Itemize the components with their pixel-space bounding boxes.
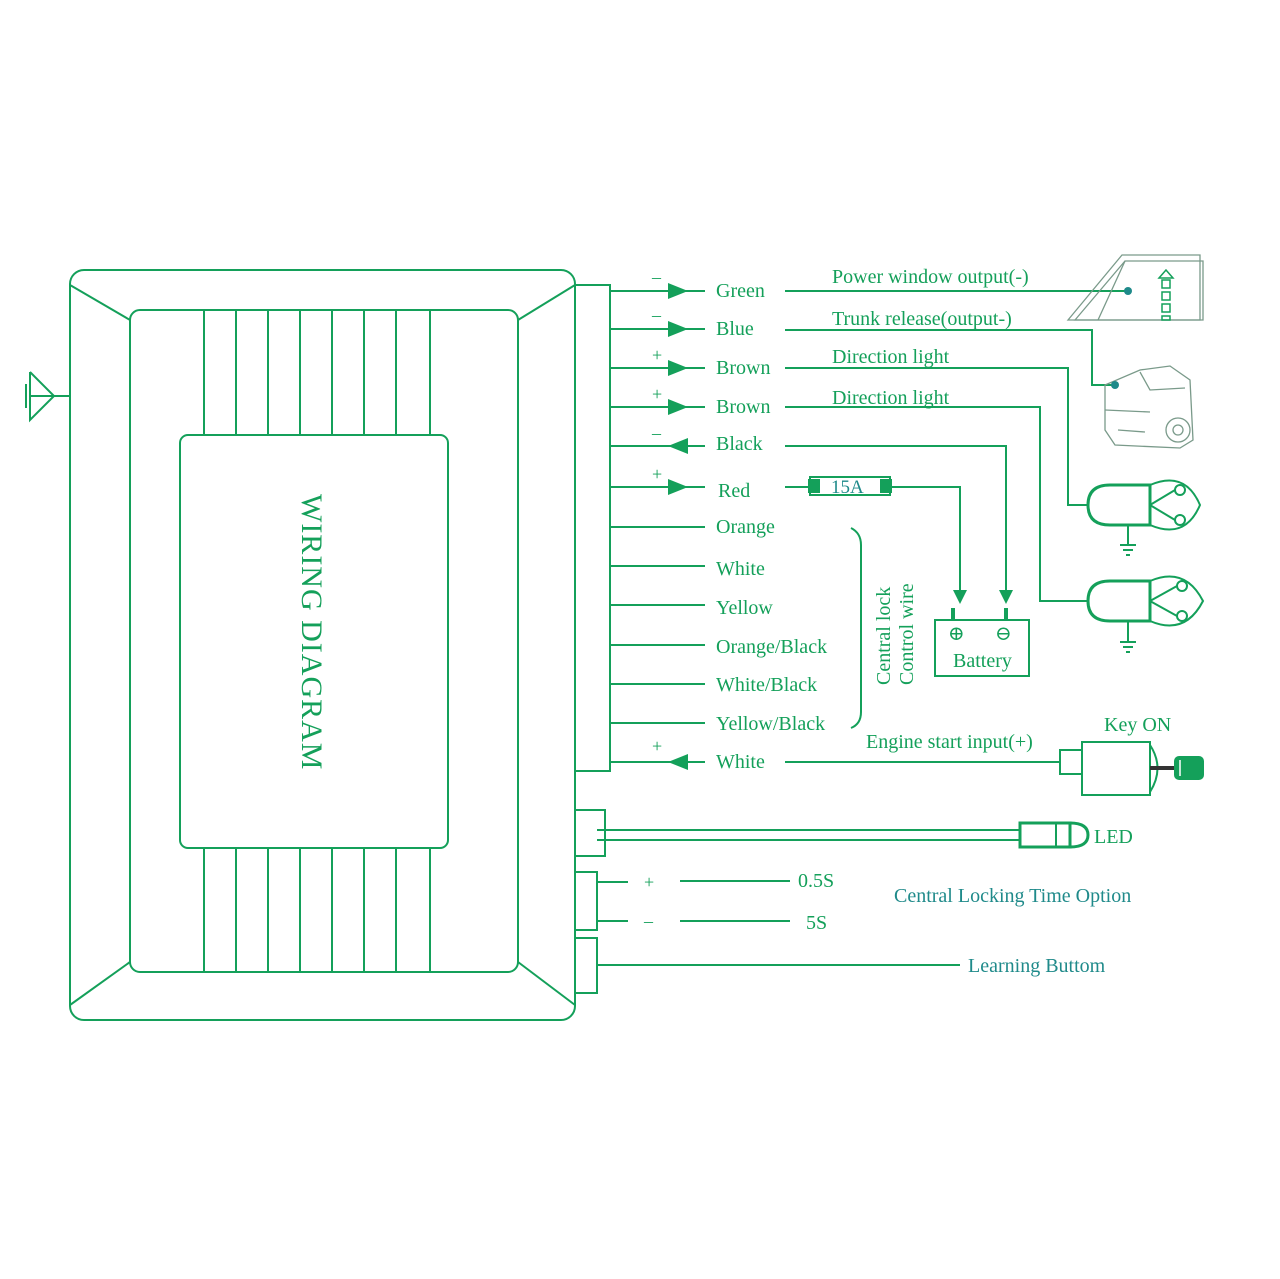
wire-function-labels: Power window output(-) Trunk release(out…	[832, 266, 1033, 753]
wire-9-color: Orange/Black	[716, 636, 827, 658]
time-plus-value: 0.5S	[798, 870, 834, 892]
wire-5-color: Red	[718, 480, 750, 502]
battery-plus-icon: ⊕	[948, 623, 965, 645]
wire-6-color: Orange	[716, 516, 775, 538]
fuse-icon: 15A	[808, 476, 892, 498]
wire-4-color: Black	[716, 433, 763, 455]
central-lock-line1: Central lock	[873, 587, 895, 685]
antenna-icon	[25, 371, 70, 423]
wire-1-sign: –	[651, 305, 662, 325]
direction-light-label-1: Direction light	[832, 346, 950, 368]
diagram-title: WIRING DIAGRAM	[295, 494, 328, 770]
wire-1-color: Blue	[716, 318, 754, 340]
wire-4-sign: –	[651, 423, 662, 443]
time-plus-sign: +	[644, 872, 654, 892]
wire-5-sign: +	[652, 464, 662, 484]
battery-plus-arrow	[953, 590, 967, 604]
learning-button: Learning Buttom	[597, 955, 1106, 977]
main-connector	[574, 284, 611, 772]
wire-10-color: White/Black	[716, 674, 817, 696]
power-window-icon	[1066, 254, 1204, 321]
battery-minus-arrow	[999, 590, 1013, 604]
wire-8-color: Yellow	[716, 597, 773, 619]
wire-stubs	[610, 283, 705, 770]
direction-light-icon-2	[1086, 575, 1205, 653]
fuse-label: 15A	[831, 477, 864, 498]
battery-minus-icon: ⊖	[995, 623, 1012, 645]
car-trunk-icon	[1104, 365, 1194, 449]
engine-start-label: Engine start input(+)	[866, 731, 1033, 753]
wire-7-color: White	[716, 558, 765, 580]
wire-2-color: Brown	[716, 357, 770, 379]
heat-sink-bottom	[203, 848, 431, 972]
central-lock-line2: Control wire	[896, 583, 918, 685]
direction-light-label-2: Direction light	[832, 387, 950, 409]
wire-12-color: White	[716, 751, 765, 773]
time-minus-sign: –	[643, 911, 654, 931]
battery-label: Battery	[953, 650, 1012, 672]
wire-0-color: Green	[716, 280, 765, 302]
heat-sink-top	[203, 310, 431, 435]
central-lock-group: Central lock Control wire	[850, 527, 918, 729]
ignition-key-icon: Key ON	[1059, 714, 1204, 796]
wire-2-sign: +	[652, 345, 662, 365]
learning-connector	[574, 937, 598, 994]
key-on-label: Key ON	[1104, 714, 1171, 736]
led-label: LED	[1094, 826, 1133, 848]
led-connector	[574, 809, 606, 857]
wire-11-color: Yellow/Black	[716, 713, 825, 735]
time-option-title: Central Locking Time Option	[894, 885, 1131, 907]
time-minus-value: 5S	[806, 912, 827, 934]
power-window-label: Power window output(-)	[832, 266, 1029, 288]
direction-light-icon-1	[1086, 479, 1202, 556]
output-wires	[785, 290, 1128, 763]
time-option-connector	[574, 871, 598, 931]
battery: ⊕ ⊖ Battery	[934, 608, 1030, 677]
control-unit: WIRING DIAGRAM	[69, 269, 611, 1021]
wire-3-sign: +	[652, 384, 662, 404]
wire-3-color: Brown	[716, 396, 770, 418]
trunk-release-label: Trunk release(output-)	[832, 308, 1012, 330]
time-option: + – 0.5S 5S Central Locking Time Option	[597, 870, 1131, 934]
led-indicator: LED	[597, 821, 1133, 849]
polarity-signs: – – + + – + +	[651, 267, 662, 756]
wire-color-labels: Green Blue Brown Brown Black Red Orange …	[716, 280, 827, 773]
learning-label: Learning Buttom	[968, 955, 1106, 977]
wire-12-sign: +	[652, 736, 662, 756]
wire-0-sign: –	[651, 267, 662, 287]
